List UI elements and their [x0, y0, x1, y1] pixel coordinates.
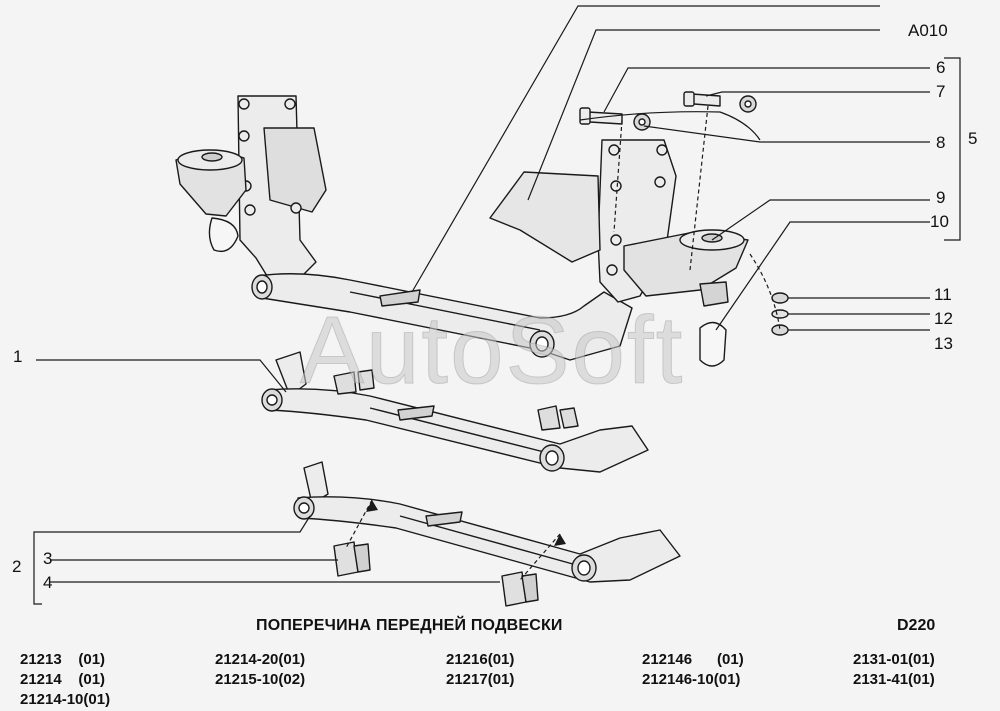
model-code: 21214-10(01)	[20, 691, 111, 708]
diagram-title: ПОПЕРЕЧИНА ПЕРЕДНЕЙ ПОДВЕСКИ	[256, 617, 563, 634]
model-code: 212146 (01)	[642, 651, 744, 668]
model-code: 21216(01)	[446, 651, 515, 668]
callout-9: 9	[936, 188, 946, 207]
callout-2: 2	[12, 557, 22, 576]
model-code: 21217(01)	[446, 671, 515, 688]
crossmember-assembly-top	[175, 95, 749, 367]
callout-10: 10	[930, 212, 949, 231]
support-gusset	[489, 171, 601, 263]
callout-1: 1	[13, 347, 23, 366]
crossmember-bottom	[293, 461, 681, 607]
model-code: 21215-10(02)	[215, 671, 306, 688]
callout-12: 12	[934, 309, 953, 328]
callout-4: 4	[43, 573, 53, 592]
crossmember-middle	[261, 351, 649, 473]
model-code: 21214-20(01)	[215, 651, 306, 668]
callout-13: 13	[934, 334, 953, 353]
callout-6: 6	[936, 58, 946, 77]
model-code: 2131-01(01)	[853, 651, 935, 668]
callout-3: 3	[43, 549, 53, 568]
callout-7: 7	[936, 82, 946, 101]
callout-11: 11	[934, 285, 952, 304]
model-code: 2131-41(01)	[853, 671, 935, 688]
diagram-code: D220	[897, 617, 936, 634]
crossmember-beam-top	[257, 273, 633, 361]
callout-5: 5	[968, 129, 978, 148]
callout-a010: A010	[908, 21, 948, 40]
model-code: 21214 (01)	[20, 671, 106, 688]
model-code: 21213 (01)	[20, 651, 106, 668]
model-code: 212146-10(01)	[642, 671, 741, 688]
leader-lines	[33, 5, 961, 605]
callout-8: 8	[936, 133, 946, 152]
bump-stop	[699, 321, 727, 367]
